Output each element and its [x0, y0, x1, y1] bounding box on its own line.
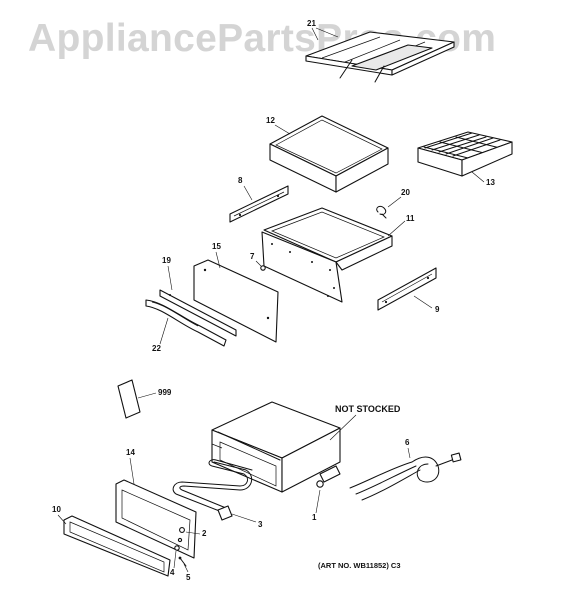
part-20-clip[interactable] — [376, 205, 387, 219]
part-13-grill-rack[interactable] — [417, 131, 513, 177]
callout-11: 11 — [406, 214, 415, 223]
art-number-label: (ART NO. WB11852) C3 — [318, 561, 401, 570]
part-14-gasket-frame[interactable] — [115, 479, 197, 559]
leader-19 — [167, 265, 173, 291]
part-6-wire-harness[interactable] — [349, 452, 462, 501]
part-2-bracket[interactable] — [177, 527, 185, 543]
callout-13: 13 — [486, 178, 495, 187]
callout-3: 3 — [258, 520, 263, 529]
leader-not-stocked — [329, 414, 357, 441]
leader-3 — [231, 513, 257, 523]
callout-15: 15 — [212, 242, 221, 251]
callout-8: 8 — [238, 176, 243, 185]
part-3-heating-element[interactable] — [172, 459, 253, 521]
leader-7 — [255, 260, 262, 267]
leader-5 — [183, 563, 189, 573]
part-19-trim-strip[interactable] — [159, 289, 237, 337]
leader-999 — [137, 392, 157, 399]
callout-21: 21 — [307, 19, 316, 28]
leader-15 — [215, 251, 221, 269]
leader-12 — [274, 124, 291, 135]
leader-1 — [315, 489, 321, 514]
callout-7: 7 — [250, 252, 255, 261]
part-22-handle[interactable] — [145, 299, 227, 347]
part-15-front-panel[interactable] — [193, 259, 279, 343]
part-10-glass-panel[interactable] — [63, 515, 171, 577]
not-stocked-label: NOT STOCKED — [335, 404, 401, 414]
part-9-rail[interactable] — [377, 267, 437, 311]
leader-8 — [243, 185, 253, 201]
callout-2: 2 — [202, 529, 207, 538]
callout-6: 6 — [405, 438, 410, 447]
callout-12: 12 — [266, 116, 275, 125]
part-8-slide-rail[interactable] — [229, 185, 289, 223]
callout-14: 14 — [126, 448, 135, 457]
callout-10: 10 — [52, 505, 61, 514]
callout-1: 1 — [312, 513, 317, 522]
leader-11 — [387, 220, 406, 237]
part-999-literature[interactable] — [117, 379, 141, 419]
callout-5: 5 — [186, 573, 191, 582]
callout-19: 19 — [162, 256, 171, 265]
leader-10 — [57, 514, 67, 525]
callout-4: 4 — [170, 568, 175, 577]
leader-4 — [173, 550, 177, 569]
part-5-screw[interactable] — [178, 556, 187, 567]
part-12-pan[interactable] — [269, 115, 389, 193]
leader-21 — [311, 27, 319, 41]
leader-14 — [129, 457, 135, 485]
callout-9: 9 — [435, 305, 440, 314]
callout-999: 999 — [158, 388, 172, 397]
leader-21b — [315, 27, 339, 38]
part-4-nut[interactable] — [174, 545, 180, 551]
leader-13 — [471, 171, 485, 183]
part-21-rack-frame[interactable] — [305, 31, 455, 83]
leader-6 — [407, 447, 411, 459]
leader-2 — [185, 531, 201, 535]
part-7-screw[interactable] — [260, 265, 266, 271]
drawer-housing-not-stocked[interactable] — [211, 401, 341, 493]
leader-9 — [413, 295, 433, 309]
callout-20: 20 — [401, 188, 410, 197]
callout-22: 22 — [152, 344, 161, 353]
part-11-drawer-body[interactable] — [261, 207, 393, 303]
leader-20 — [387, 196, 402, 208]
leader-22 — [159, 317, 169, 345]
part-1-terminal[interactable] — [316, 465, 341, 488]
